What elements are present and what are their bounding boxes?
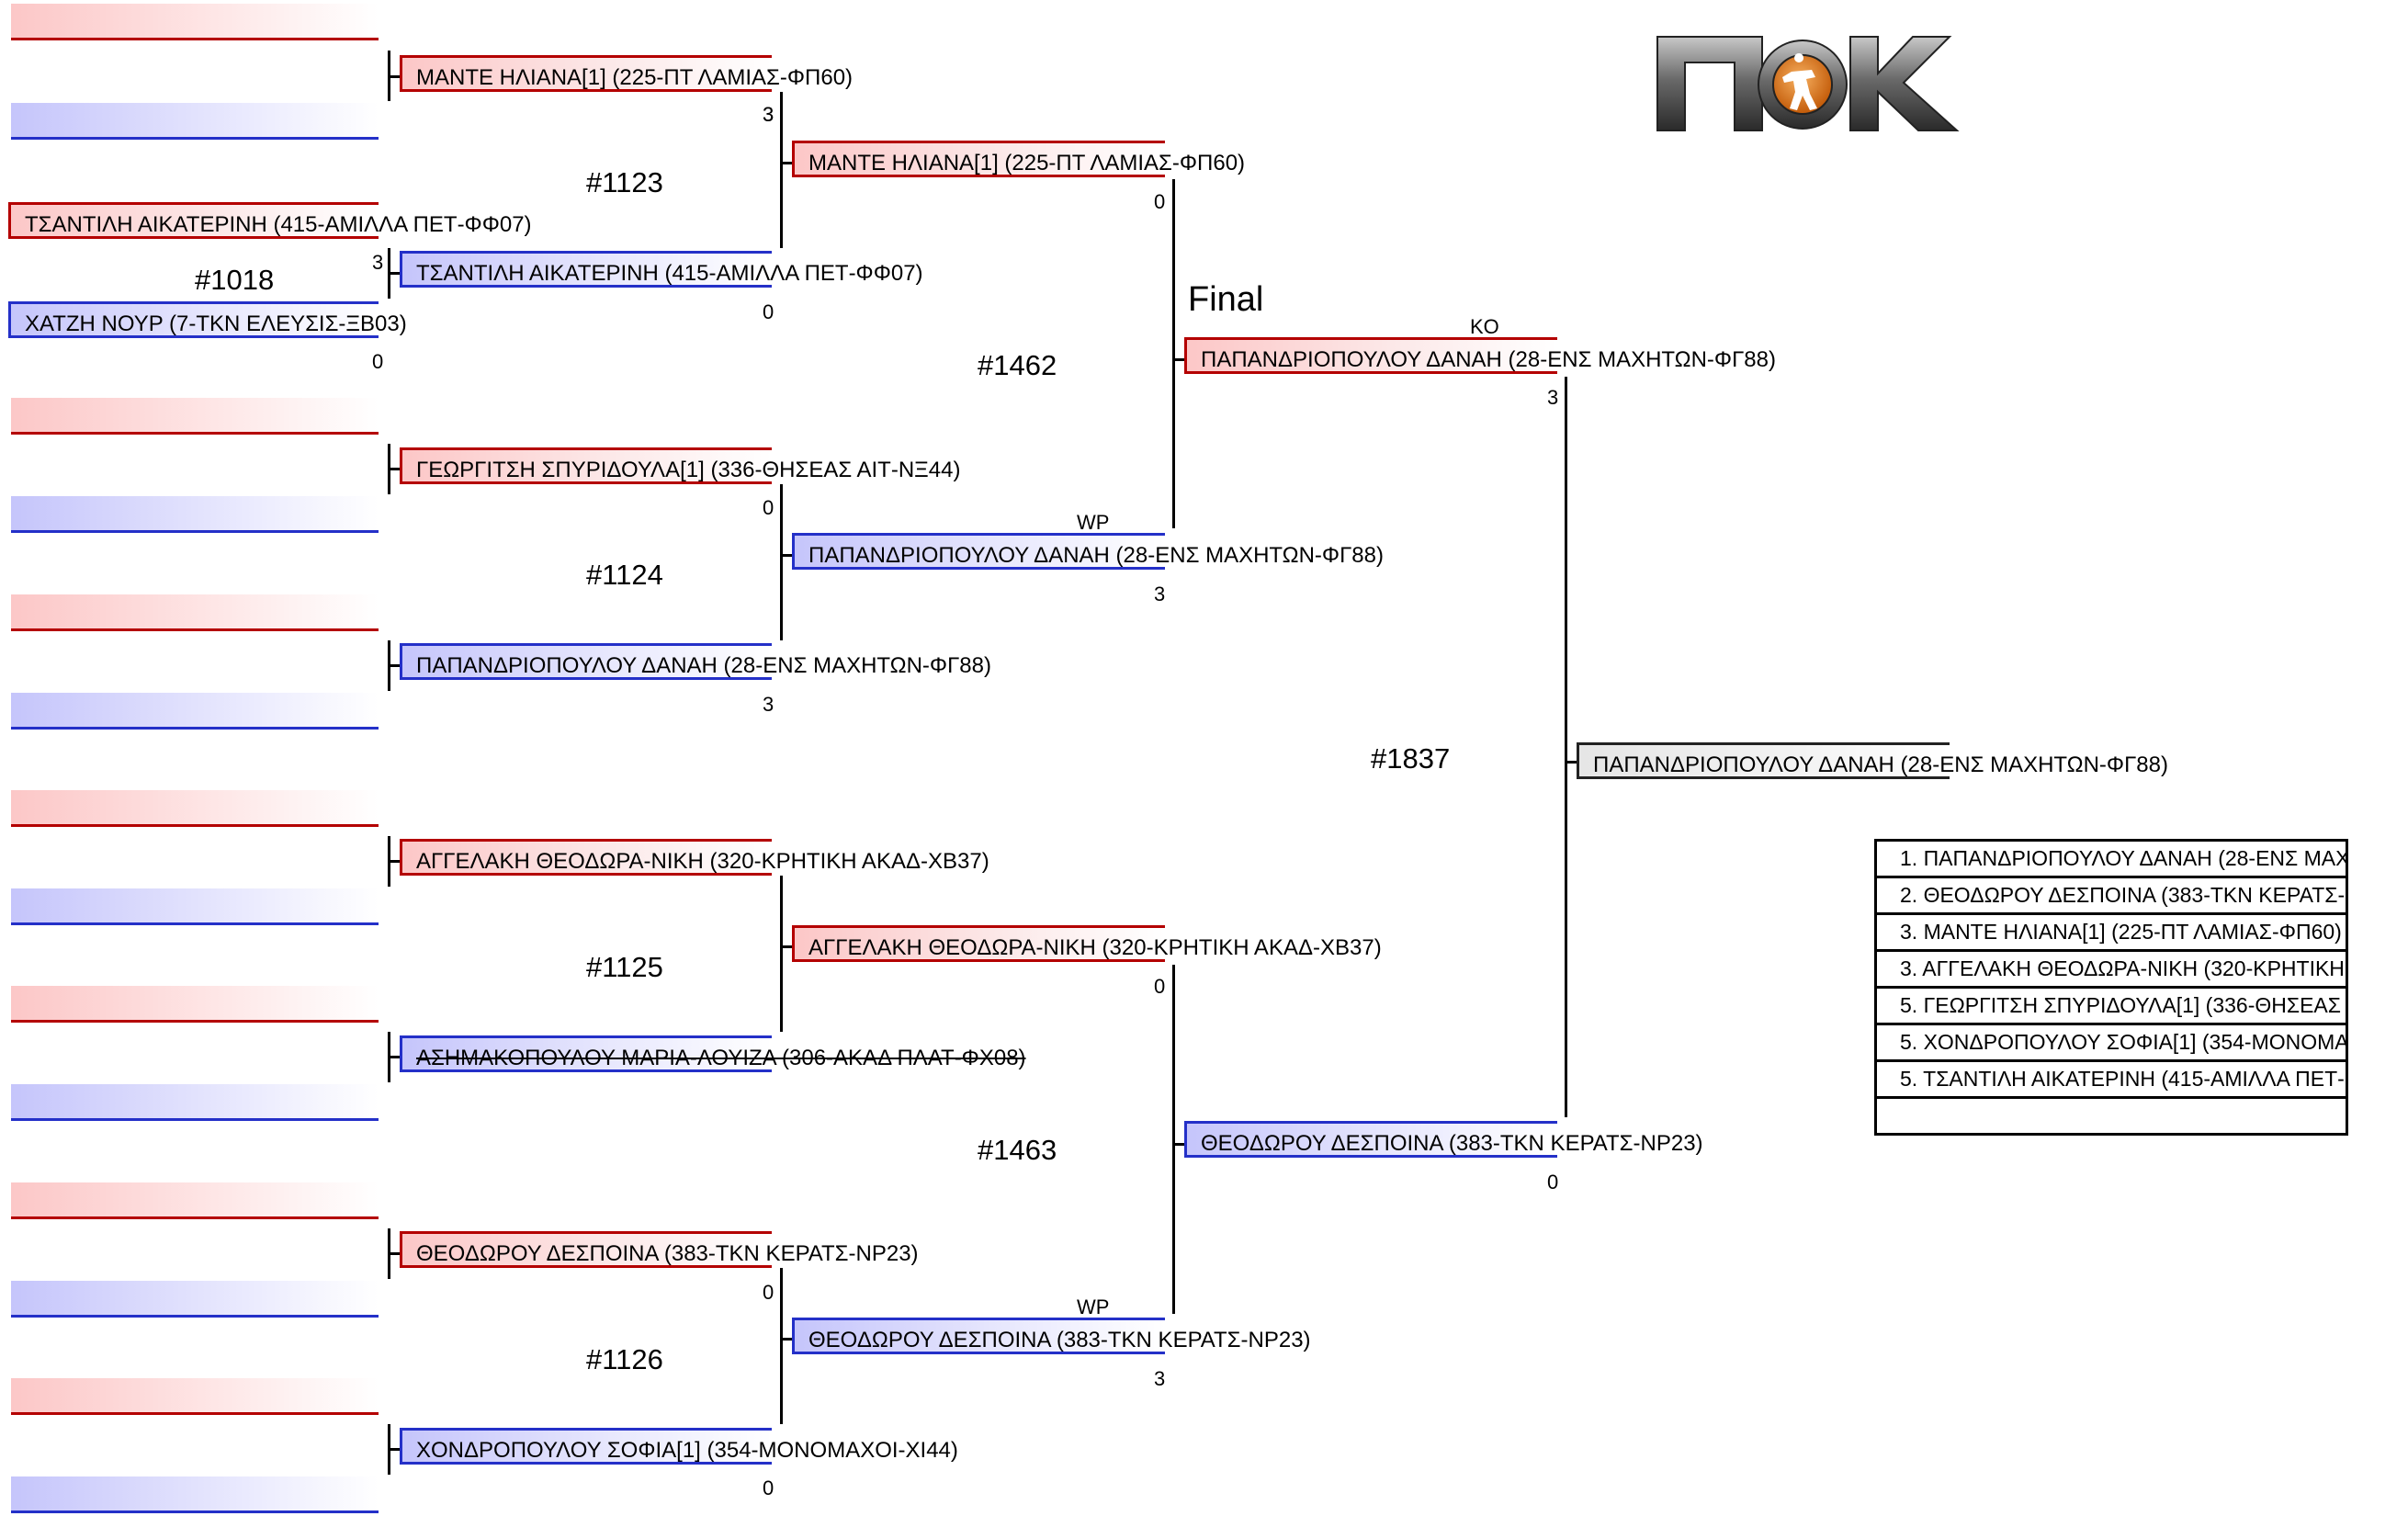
winner-name: ΠΑΠΑΝΔΡΙΟΠΟΥΛΟΥ ΔΑΝΑΗ (28-ΕΝΣ ΜΑΧΗΤΩΝ-ΦΓ… bbox=[1593, 752, 2168, 777]
m1123-blue[interactable]: ΤΣΑΝΤΙΛΗ ΑΙΚΑΤΕΡΙΝΗ (415-ΑΜΙΛΛΑ ΠΕΤ-ΦΦ07… bbox=[400, 251, 923, 288]
m1125-red[interactable]: ΑΓΓΕΛΑΚΗ ΘΕΟΔΩΡΑ-ΝΙΚΗ (320-ΚΡΗΤΙΚΗ ΑΚΑΔ-… bbox=[400, 839, 989, 876]
r1-slot-9-blue[interactable] bbox=[11, 1476, 379, 1513]
m1124-red[interactable]: ΓΕΩΡΓΙΤΣΗ ΣΠΥΡΙΔΟΥΛΑ[1] (336-ΘΗΣΕΑΣ ΑΙΤ-… bbox=[400, 447, 960, 484]
player-name: ΠΑΠΑΝΔΡΙΟΠΟΥΛΟΥ ΔΑΝΑΗ (28-ΕΝΣ ΜΑΧΗΤΩΝ-ΦΓ… bbox=[808, 543, 1384, 568]
player-name: ΘΕΟΔΩΡΟΥ ΔΕΣΠΟΙΝΑ (383-ΤΚΝ ΚΕΡΑΤΣ-ΝΡ23) bbox=[416, 1241, 919, 1266]
final-red-score: 3 bbox=[1547, 386, 1559, 409]
final-result: KO bbox=[1470, 315, 1499, 338]
m1463-red-score: 0 bbox=[1154, 975, 1166, 998]
ranking-overflow-7 bbox=[2334, 1059, 2408, 1096]
m1123-red-score: 3 bbox=[763, 103, 774, 126]
player-name: ΑΣΗΜΑΚΟΠΟΥΛΟΥ ΜΑΡΙΑ-ΛΟΥΙΖΑ (306-ΑΚΑΔ ΠΛΑ… bbox=[416, 1046, 1026, 1070]
match-id-1462: #1462 bbox=[978, 349, 1057, 381]
r1-slot-1-score: 3 bbox=[763, 103, 774, 126]
m1463-result: WP bbox=[1077, 1295, 1110, 1318]
r1-slot-6-blue[interactable] bbox=[11, 888, 379, 925]
ranking-row-3: 3. ΜΑΝΤΕ ΗΛΙΑΝΑ[1] (225-ΠΤ ΛΑΜΙΑΣ-ΦΠ60) bbox=[1877, 915, 2346, 952]
m1463-blue-score: 3 bbox=[1154, 1367, 1166, 1390]
player-name: ΜΑΝΤΕ ΗΛΙΑΝΑ[1] (225-ΠΤ ΛΑΜΙΑΣ-ΦΠ60) bbox=[416, 65, 854, 90]
m1126-blue-score: 0 bbox=[763, 1476, 774, 1499]
player-name: ΧΟΝΔΡΟΠΟΥΛΟΥ ΣΟΦΙΑ[1] (354-ΜΟΝΟΜΑΧΟΙ-ΧΙ4… bbox=[416, 1438, 958, 1463]
match-id-1463: #1463 bbox=[978, 1134, 1057, 1166]
r1-slot-1-red[interactable] bbox=[11, 4, 379, 40]
m1462-red[interactable]: ΜΑΝΤΕ ΗΛΙΑΝΑ[1] (225-ΠΤ ΛΑΜΙΑΣ-ΦΠ60) bbox=[792, 141, 1245, 177]
m1463-red[interactable]: ΑΓΓΕΛΑΚΗ ΘΕΟΔΩΡΑ-ΝΙΚΗ (320-ΚΡΗΤΙΚΗ ΑΚΑΔ-… bbox=[792, 925, 1382, 962]
final-red[interactable]: ΠΑΠΑΝΔΡΙΟΠΟΥΛΟΥ ΔΑΝΑΗ (28-ΕΝΣ ΜΑΧΗΤΩΝ-ΦΓ… bbox=[1184, 337, 1776, 374]
m1124-blue-score: 3 bbox=[763, 693, 774, 716]
ranking-row-2: 2. ΘΕΟΔΩΡΟΥ ΔΕΣΠΟΙΝΑ (383-ΤΚΝ ΚΕΡΑΤΣ-ΝΡ2… bbox=[1877, 878, 2346, 915]
m1125-blue[interactable]: ΑΣΗΜΑΚΟΠΟΥΛΟΥ ΜΑΡΙΑ-ΛΟΥΙΖΑ (306-ΑΚΑΔ ΠΛΑ… bbox=[400, 1035, 1026, 1072]
r1-slot-9-red[interactable] bbox=[11, 1378, 379, 1415]
player-name: ΧΑΤΖΗ ΝΟΥΡ (7-ΤΚΝ ΕΛΕΥΣΙΣ-ΞΒ03) bbox=[25, 311, 407, 336]
r1-slot-8-red[interactable] bbox=[11, 1182, 379, 1219]
match-id-1123: #1123 bbox=[586, 166, 663, 198]
r1-slot-7-red[interactable] bbox=[11, 986, 379, 1023]
match-id-1124: #1124 bbox=[586, 559, 663, 591]
ranking-overflow-1 bbox=[2334, 839, 2408, 876]
ranking-overflow-5 bbox=[2334, 986, 2408, 1023]
player-name: ΠΑΠΑΝΔΡΙΟΠΟΥΛΟΥ ΔΑΝΑΗ (28-ΕΝΣ ΜΑΧΗΤΩΝ-ΦΓ… bbox=[416, 653, 991, 678]
r1-slot-7-blue[interactable] bbox=[11, 1084, 379, 1121]
ranking-row-1: 1. ΠΑΠΑΝΔΡΙΟΠΟΥΛΟΥ ΔΑΝΑΗ (28-ΕΝΣ ΜΑΧΗΤΩΝ… bbox=[1877, 842, 2346, 878]
m1462-red-score: 0 bbox=[1154, 190, 1166, 213]
match-id-1126: #1126 bbox=[586, 1343, 663, 1375]
ranking-overflow-3 bbox=[2334, 912, 2408, 949]
player-name: ΤΣΑΝΤΙΛΗ ΑΙΚΑΤΕΡΙΝΗ (415-ΑΜΙΛΛΑ ΠΕΤ-ΦΦ07… bbox=[416, 261, 923, 286]
match-id-1125: #1125 bbox=[586, 951, 663, 983]
player-name: ΠΑΠΑΝΔΡΙΟΠΟΥΛΟΥ ΔΑΝΑΗ (28-ΕΝΣ ΜΑΧΗΤΩΝ-ΦΓ… bbox=[1201, 347, 1776, 372]
ranking-row-4: 3. ΑΓΓΕΛΑΚΗ ΘΕΟΔΩΡΑ-ΝΙΚΗ (320-ΚΡΗΤΙΚΗ ΑΚ… bbox=[1877, 952, 2346, 989]
final-label: Final bbox=[1188, 280, 1264, 319]
r1-slot-2-red[interactable]: ΤΣΑΝΤΙΛΗ ΑΙΚΑΤΕΡΙΝΗ (415-ΑΜΙΛΛΑ ΠΕΤ-ΦΦ07… bbox=[8, 202, 532, 239]
ranking-row-7: 5. ΤΣΑΝΤΙΛΗ ΑΙΚΑΤΕΡΙΝΗ (415-ΑΜΙΛΛΑ ΠΕΤ-Φ… bbox=[1877, 1062, 2346, 1099]
m1126-red[interactable]: ΘΕΟΔΩΡΟΥ ΔΕΣΠΟΙΝΑ (383-ΤΚΝ ΚΕΡΑΤΣ-ΝΡ23) bbox=[400, 1231, 919, 1268]
r1-slot-2-score: 3 bbox=[372, 251, 384, 274]
r1-slot-1-blue[interactable] bbox=[11, 103, 379, 140]
player-name: ΑΓΓΕΛΑΚΗ ΘΕΟΔΩΡΑ-ΝΙΚΗ (320-ΚΡΗΤΙΚΗ ΑΚΑΔ-… bbox=[416, 849, 989, 874]
ranking-row-empty bbox=[1877, 1099, 2346, 1136]
match-id-1018: #1018 bbox=[195, 264, 275, 296]
ranking-overflow-6 bbox=[2334, 1023, 2408, 1059]
m1123-blue-score: 0 bbox=[763, 300, 774, 323]
player-name: ΘΕΟΔΩΡΟΥ ΔΕΣΠΟΙΝΑ (383-ΤΚΝ ΚΕΡΑΤΣ-ΝΡ23) bbox=[808, 1328, 1311, 1352]
r1-slot-4-red[interactable] bbox=[11, 398, 379, 435]
r1-slot-4-blue[interactable] bbox=[11, 496, 379, 533]
m1462-blue-score: 3 bbox=[1154, 583, 1166, 605]
m1124-red-score: 0 bbox=[763, 496, 774, 519]
r1-slot-3-blue[interactable]: ΧΑΤΖΗ ΝΟΥΡ (7-ΤΚΝ ΕΛΕΥΣΙΣ-ΞΒ03) bbox=[8, 301, 407, 338]
r1-slot-8-blue[interactable] bbox=[11, 1281, 379, 1318]
r1-slot-5-red[interactable] bbox=[11, 594, 379, 631]
ranking-row-6: 5. ΧΟΝΔΡΟΠΟΥΛΟΥ ΣΟΦΙΑ[1] (354-ΜΟΝΟΜΑΧΟΙ-… bbox=[1877, 1025, 2346, 1062]
r1-slot-6-red[interactable] bbox=[11, 790, 379, 827]
m1126-blue[interactable]: ΧΟΝΔΡΟΠΟΥΛΟΥ ΣΟΦΙΑ[1] (354-ΜΟΝΟΜΑΧΟΙ-ΧΙ4… bbox=[400, 1428, 958, 1465]
final-blue-score: 0 bbox=[1547, 1171, 1559, 1194]
pok-logo bbox=[1654, 29, 1961, 138]
match-id-1837: #1837 bbox=[1371, 742, 1451, 775]
player-name: ΤΣΑΝΤΙΛΗ ΑΙΚΑΤΕΡΙΝΗ (415-ΑΜΙΛΛΑ ΠΕΤ-ΦΦ07… bbox=[25, 212, 532, 237]
final-blue[interactable]: ΘΕΟΔΩΡΟΥ ΔΕΣΠΟΙΝΑ (383-ΤΚΝ ΚΕΡΑΤΣ-ΝΡ23) bbox=[1184, 1121, 1703, 1158]
winner-slot[interactable]: ΠΑΠΑΝΔΡΙΟΠΟΥΛΟΥ ΔΑΝΑΗ (28-ΕΝΣ ΜΑΧΗΤΩΝ-ΦΓ… bbox=[1577, 742, 2168, 779]
player-name: ΓΕΩΡΓΙΤΣΗ ΣΠΥΡΙΔΟΥΛΑ[1] (336-ΘΗΣΕΑΣ ΑΙΤ-… bbox=[416, 458, 961, 482]
ranking-overflow-4 bbox=[2334, 949, 2408, 986]
m1463-blue[interactable]: ΘΕΟΔΩΡΟΥ ΔΕΣΠΟΙΝΑ (383-ΤΚΝ ΚΕΡΑΤΣ-ΝΡ23) bbox=[792, 1318, 1311, 1354]
m1462-result: WP bbox=[1077, 511, 1110, 534]
r1-slot-3-score: 0 bbox=[372, 350, 384, 373]
m1462-blue[interactable]: ΠΑΠΑΝΔΡΙΟΠΟΥΛΟΥ ΔΑΝΑΗ (28-ΕΝΣ ΜΑΧΗΤΩΝ-ΦΓ… bbox=[792, 533, 1384, 570]
ranking-overflow bbox=[2334, 839, 2408, 1096]
player-name: ΑΓΓΕΛΑΚΗ ΘΕΟΔΩΡΑ-ΝΙΚΗ (320-ΚΡΗΤΙΚΗ ΑΚΑΔ-… bbox=[808, 935, 1382, 960]
player-name: ΜΑΝΤΕ ΗΛΙΑΝΑ[1] (225-ΠΤ ΛΑΜΙΑΣ-ΦΠ60) bbox=[808, 151, 1246, 175]
r1-slot-5-blue[interactable] bbox=[11, 693, 379, 730]
m1126-red-score: 0 bbox=[763, 1281, 774, 1304]
player-name: ΘΕΟΔΩΡΟΥ ΔΕΣΠΟΙΝΑ (383-ΤΚΝ ΚΕΡΑΤΣ-ΝΡ23) bbox=[1201, 1131, 1703, 1156]
m1123-red[interactable]: ΜΑΝΤΕ ΗΛΙΑΝΑ[1] (225-ΠΤ ΛΑΜΙΑΣ-ΦΠ60) bbox=[400, 55, 853, 92]
ranking-overflow-2 bbox=[2334, 876, 2408, 912]
ranking-row-5: 5. ΓΕΩΡΓΙΤΣΗ ΣΠΥΡΙΔΟΥΛΑ[1] (336-ΘΗΣΕΑΣ Α… bbox=[1877, 989, 2346, 1025]
ranking-table: 1. ΠΑΠΑΝΔΡΙΟΠΟΥΛΟΥ ΔΑΝΑΗ (28-ΕΝΣ ΜΑΧΗΤΩΝ… bbox=[1874, 839, 2348, 1136]
m1124-blue[interactable]: ΠΑΠΑΝΔΡΙΟΠΟΥΛΟΥ ΔΑΝΑΗ (28-ΕΝΣ ΜΑΧΗΤΩΝ-ΦΓ… bbox=[400, 643, 991, 680]
